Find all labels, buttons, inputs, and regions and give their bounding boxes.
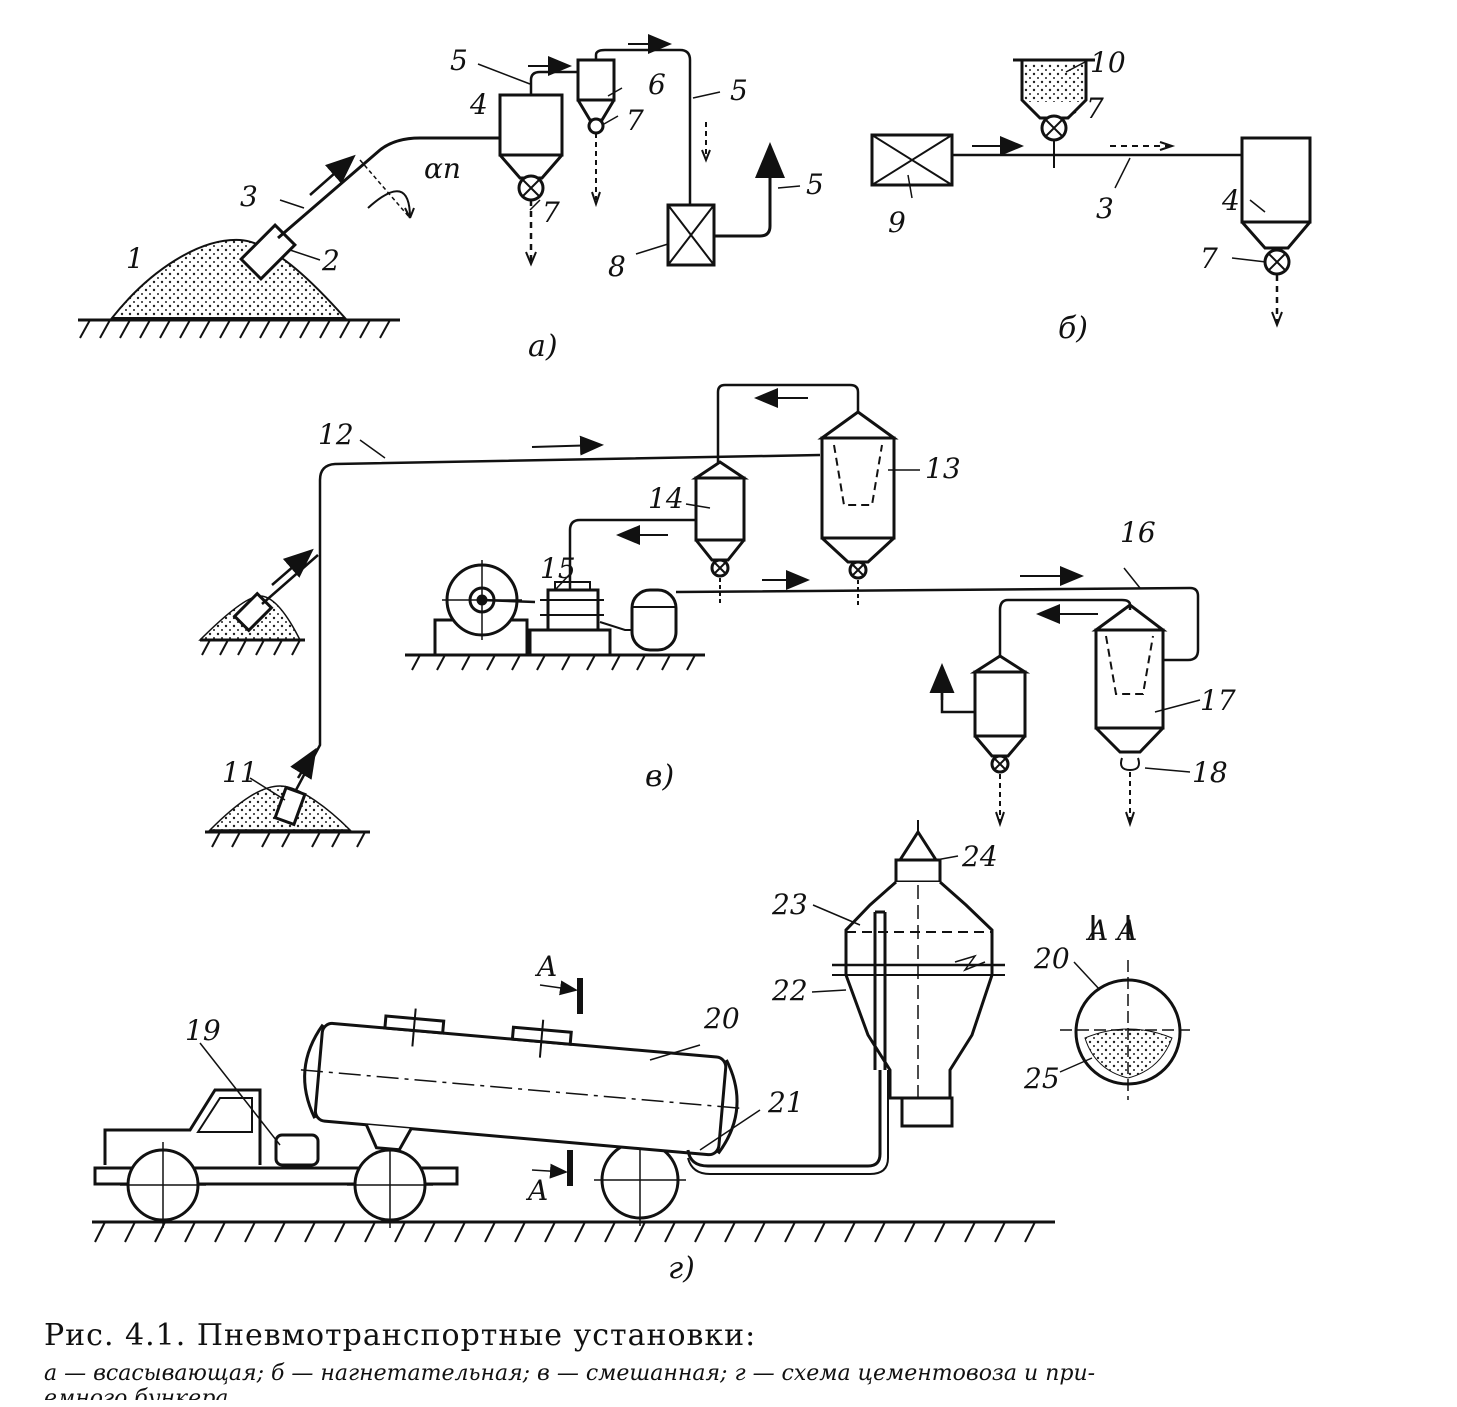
label-23: 23	[771, 888, 808, 921]
label-2: 2	[321, 244, 340, 277]
section-aa-label: A A	[1085, 914, 1137, 947]
label-18: 18	[1192, 756, 1228, 789]
sublabel-b: б)	[1058, 311, 1088, 346]
label-5b: 5	[730, 74, 748, 107]
label-14: 14	[648, 482, 684, 515]
label-19: 19	[185, 1014, 221, 1047]
label-11: 11	[222, 756, 258, 789]
label-21: 21	[767, 1086, 804, 1119]
section-a-bottom: A	[525, 1174, 548, 1207]
scheme-g	[92, 820, 1190, 1243]
label-15: 15	[540, 552, 576, 585]
label-3b: 3	[1096, 192, 1114, 225]
scheme-v	[198, 383, 1200, 848]
label-5c: 5	[806, 168, 824, 201]
sublabel-g: г)	[668, 1251, 695, 1286]
label-7a: 7	[626, 104, 644, 137]
label-4b: 4	[1221, 184, 1240, 217]
caption-text-continued: емного бункера	[44, 1386, 229, 1400]
label-24: 24	[961, 840, 998, 873]
label-25: 25	[1023, 1062, 1060, 1095]
label-13: 13	[925, 452, 961, 485]
label-4: 4	[469, 88, 488, 121]
label-16: 16	[1120, 516, 1156, 549]
pneumatic-transport-diagram: 1 2 3 4 5 6 7 7 5 5 8 αn 10 7 9 3 4 7 12…	[78, 34, 1312, 1286]
section-a-top: A	[534, 950, 557, 983]
label-8: 8	[608, 250, 626, 283]
label-7b: 7	[542, 196, 560, 229]
label-7d: 7	[1200, 242, 1218, 275]
label-20b: 20	[1033, 942, 1070, 975]
label-20: 20	[703, 1002, 740, 1035]
label-12: 12	[318, 418, 354, 451]
figure-caption: Рис. 4.1. Пневмотранспортные установки: …	[44, 1318, 1444, 1400]
sublabel-a: a)	[528, 329, 558, 364]
label-10: 10	[1090, 46, 1126, 79]
label-3: 3	[240, 180, 258, 213]
scheme-b	[870, 58, 1312, 328]
sublabel-v: в)	[645, 759, 674, 794]
label-6: 6	[648, 68, 666, 101]
label-9: 9	[888, 206, 906, 239]
caption-title: Рис. 4.1. Пневмотранспортные установки:	[44, 1318, 757, 1353]
label-alpha: αn	[424, 152, 461, 185]
label-5a: 5	[450, 44, 468, 77]
caption-text: а — всасывающая; б — нагнетательная; в —…	[44, 1361, 1096, 1386]
label-17: 17	[1200, 684, 1236, 717]
label-1: 1	[126, 242, 144, 275]
label-7c: 7	[1086, 92, 1104, 125]
label-22: 22	[771, 974, 808, 1007]
scheme-a	[78, 34, 785, 339]
